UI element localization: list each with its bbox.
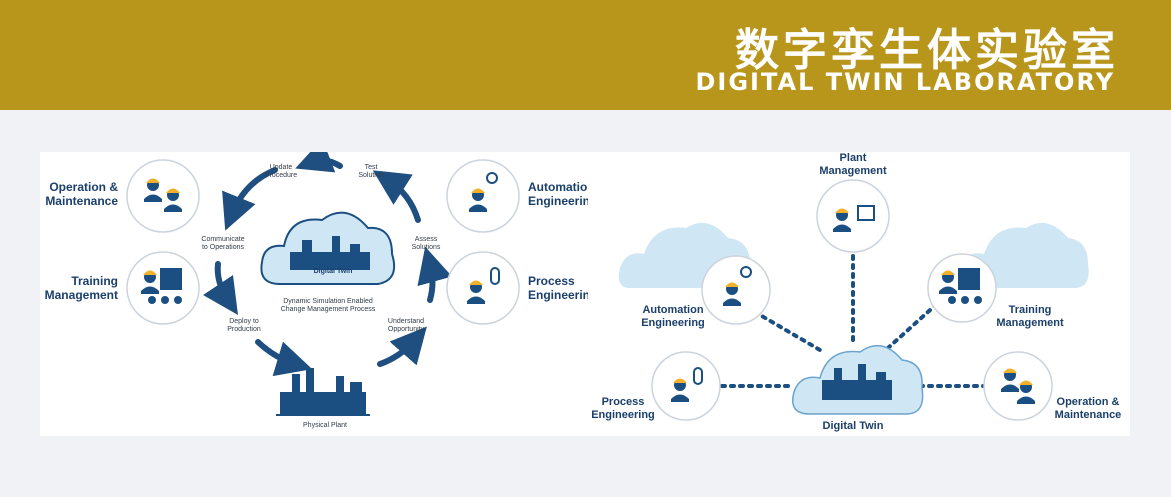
chart-board-icon xyxy=(857,205,875,221)
arrow-deploy-to-plant xyxy=(255,339,313,377)
hub-label-operation: Operation & Maintenance xyxy=(1054,396,1122,421)
hub-gear-icon xyxy=(740,266,752,278)
digital-twin-cloud-icon xyxy=(260,211,396,285)
step-communicate: Communicate to Operations xyxy=(201,236,245,251)
label-automation-engineering: Automation Engineering xyxy=(528,180,588,208)
hub-label-plant-management: Plant Management xyxy=(819,152,887,177)
hub-diagram xyxy=(618,179,1089,421)
arrow-communicate-to-deploy xyxy=(203,261,238,315)
label-training-management: Training Management xyxy=(44,274,118,302)
role-circle-automation xyxy=(446,159,520,233)
hub-trainer-icon xyxy=(958,268,980,290)
step-update-procedure: Update Procedure xyxy=(264,164,298,179)
hub-circle-training xyxy=(927,253,997,323)
hub-valve-icon xyxy=(693,367,703,385)
label-process-engineering: Process Engineering xyxy=(528,274,588,302)
trainer-icon xyxy=(160,268,182,290)
hub-circle-process xyxy=(651,351,721,421)
center-digital-twin-label: Digital Twin xyxy=(313,268,353,275)
hub-label-training: Training Management xyxy=(996,304,1064,329)
role-circle-operation xyxy=(126,159,200,233)
step-deploy: Deploy to Production xyxy=(227,318,261,333)
banner-title-cn: 数字孪生体实验室 xyxy=(735,25,1119,76)
hub-label-digital-twin: Digital Twin xyxy=(822,420,884,432)
label-operation-maintenance: Operation & Maintenance xyxy=(45,180,118,208)
hub-digital-twin-cloud-icon xyxy=(792,344,924,415)
valve-icon xyxy=(490,267,500,285)
hub-label-process: Process Engineering xyxy=(591,396,655,421)
hub-circle-operation xyxy=(983,351,1053,421)
gear-icon xyxy=(486,172,498,184)
center-caption: Dynamic Simulation Enabled Change Manage… xyxy=(280,298,376,313)
arrow-update-to-communicate xyxy=(222,167,278,231)
hub-circle-automation xyxy=(701,255,771,325)
header-banner: 数字孪生体实验室 DIGITAL TWIN LABORATORY xyxy=(0,0,1171,110)
cycle-diagram xyxy=(126,152,520,416)
step-assess-solutions: Assess Solutions xyxy=(411,236,441,251)
role-circle-training xyxy=(126,251,200,325)
hub-label-automation: Automation Engineering xyxy=(641,304,705,329)
physical-plant-label: Physical Plant xyxy=(303,422,347,429)
role-circle-process xyxy=(446,251,520,325)
arrow-understand-to-assess xyxy=(417,246,453,303)
diagram-graphics xyxy=(126,152,1089,421)
step-test-solution: Test Solution xyxy=(358,164,384,179)
banner-title-en: DIGITAL TWIN LABORATORY xyxy=(695,68,1115,96)
arrow-plant-to-understand xyxy=(377,326,427,367)
physical-plant-icon xyxy=(276,368,370,416)
hub-circle-plant-management xyxy=(816,179,890,253)
diagram-panel: Operation & Maintenance Training Managem… xyxy=(40,152,1130,436)
arrow-assess-to-test xyxy=(372,170,421,223)
step-understand: Understand Opportunity xyxy=(387,318,425,333)
arrow-test-to-update xyxy=(295,152,343,173)
